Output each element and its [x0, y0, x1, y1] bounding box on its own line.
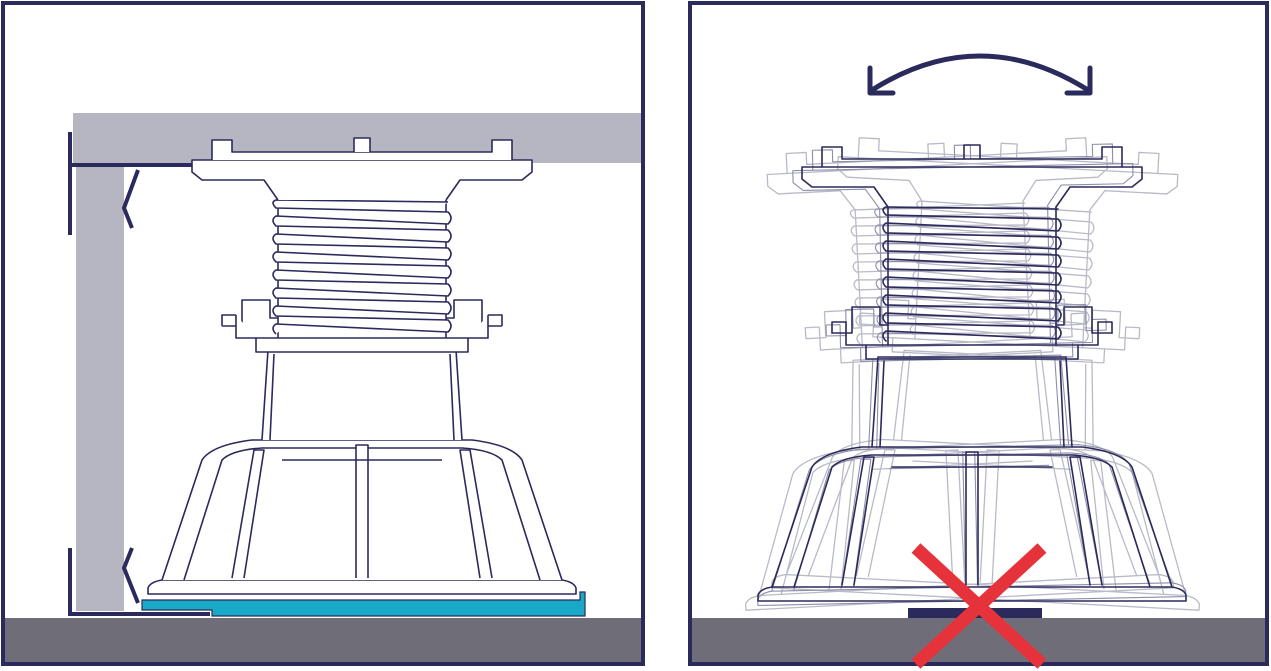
- right-panel: [688, 1, 1269, 669]
- left-panel: [1, 1, 645, 666]
- floor: [692, 618, 1265, 662]
- edge-profile: [68, 132, 210, 616]
- wall-panel: [76, 163, 124, 611]
- floor: [5, 618, 641, 662]
- clip-hooks: [122, 169, 140, 604]
- cross-icon: [911, 543, 1047, 669]
- rotate-arrow-icon: [867, 53, 1093, 96]
- base-plate: [141, 591, 586, 617]
